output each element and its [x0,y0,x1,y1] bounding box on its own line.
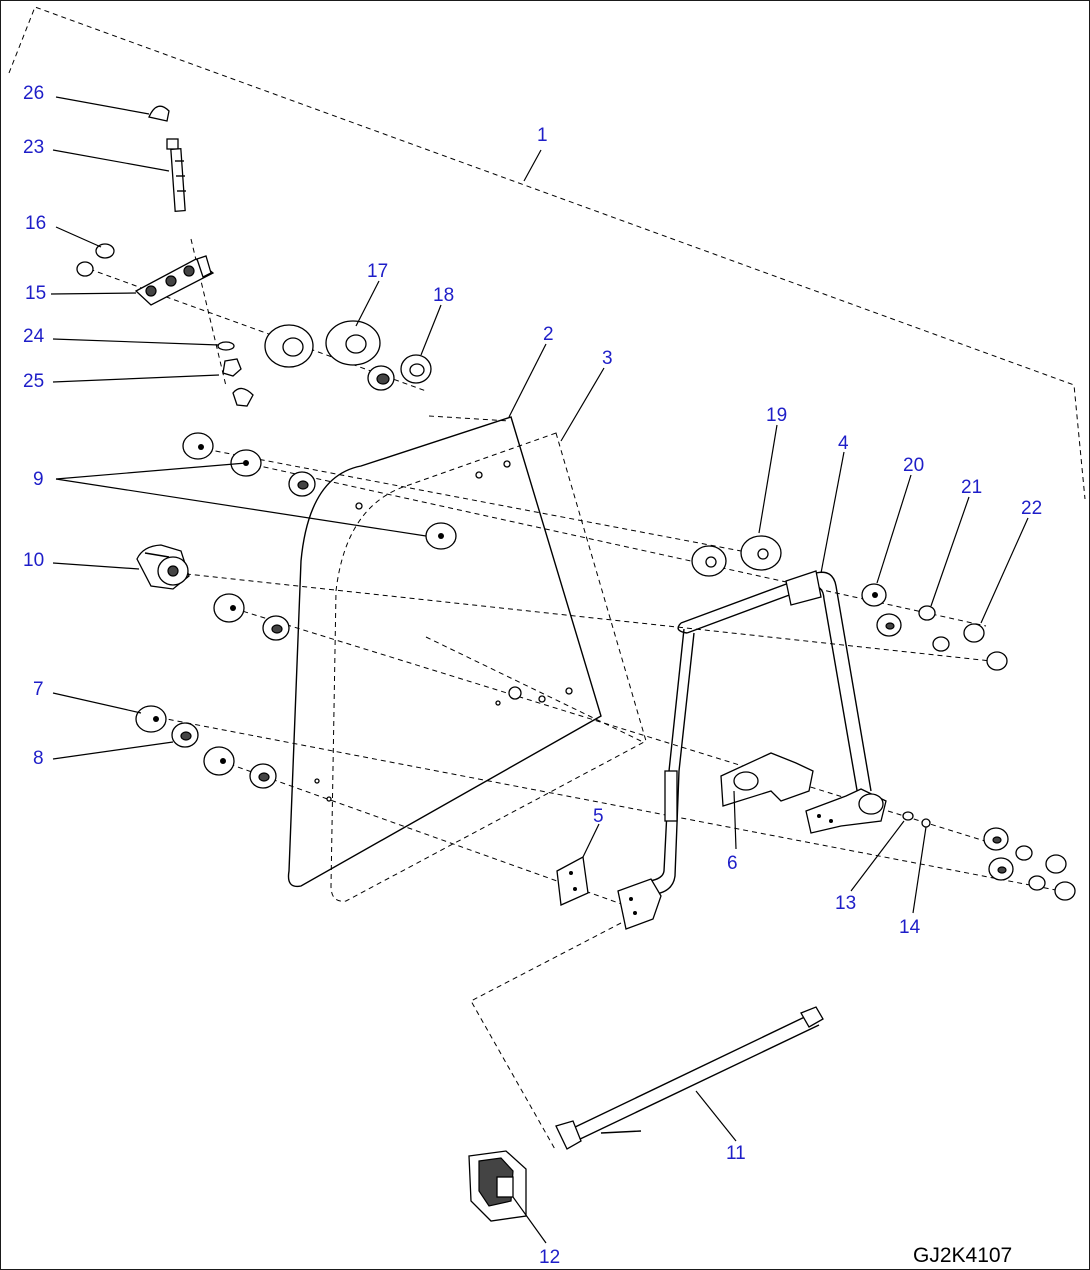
assembly-axes [80,238,1062,1152]
glass-front-edge [428,415,510,422]
drawing-code: GJ2K4107 [913,1244,1012,1267]
bracket [556,855,589,906]
washers-9 [182,432,457,550]
nut [222,358,242,377]
washer [213,593,245,623]
callout-19: 19 [766,405,787,426]
spring-washer [217,341,235,351]
callout-10: 10 [23,550,44,571]
callout-20: 20 [903,455,924,476]
callout-18: 18 [433,285,454,306]
callout-12: 12 [539,1247,560,1268]
glass-holes [314,460,573,802]
callout-labels: 26 23 16 15 24 25 17 18 1 2 3 19 4 20 21… [23,83,1042,1268]
callout-4: 4 [838,433,849,454]
brackets-6 [720,752,887,834]
callout-22: 22 [1021,498,1042,519]
callout-8: 8 [33,748,44,769]
washers-upper [264,320,432,391]
callout-15: 15 [25,283,46,304]
callout-14: 14 [899,917,921,938]
bolt [166,138,186,212]
hinge-plate [76,243,215,306]
glass-front [287,416,602,888]
callout-1: 1 [537,125,548,146]
callout-6: 6 [727,853,738,874]
callout-25: 25 [23,371,44,392]
latch [468,1150,527,1222]
callout-7: 7 [33,679,44,700]
fastener-set-lower [902,811,1076,901]
callout-24: 24 [23,326,45,347]
cap-nut [232,387,254,407]
washer [135,705,167,733]
callout-26: 26 [23,83,44,104]
glass-rear [330,432,647,902]
cap [148,105,170,122]
leader-lines [50,96,1029,1244]
callout-11: 11 [726,1143,746,1164]
damper [136,544,190,590]
washer [203,746,235,776]
callout-16: 16 [25,213,46,234]
callout-23: 23 [23,137,44,158]
assembly-bracket [8,6,1086,500]
fastener-set-right [861,583,1008,671]
callout-13: 13 [835,893,856,914]
callout-3: 3 [602,348,613,369]
lower-hinge [617,878,662,930]
callout-21: 21 [961,477,982,498]
frame [648,570,872,895]
callout-9: 9 [33,469,44,490]
gas-stay [555,1006,824,1150]
callout-2: 2 [543,324,554,345]
callout-17: 17 [367,261,388,282]
callout-5: 5 [593,806,604,827]
